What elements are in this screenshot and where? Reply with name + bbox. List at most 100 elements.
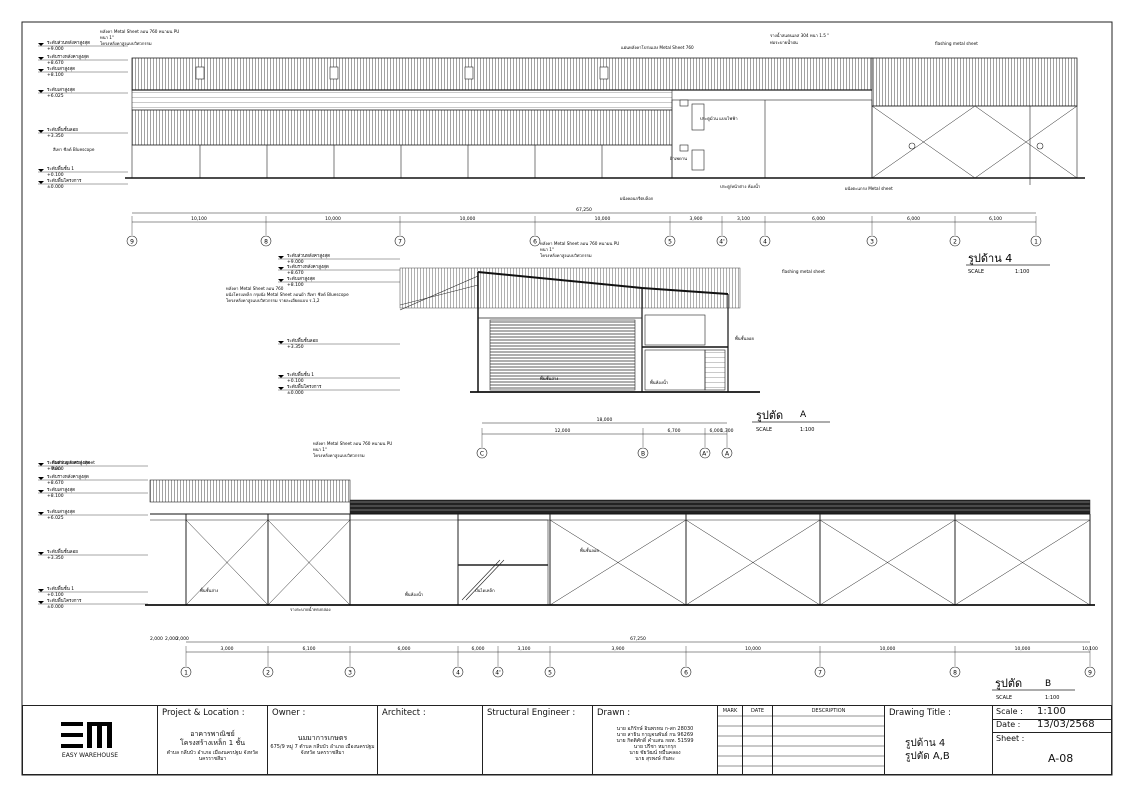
level-value: +8.670 [47,60,64,66]
drawn-name: นาย กิตติศักดิ์ คำแสน กผท. 51599 [616,738,694,744]
annotation-note: โครงหลังคาสูงแบบวิศวกรรม [313,453,365,459]
grid-label: 5 [548,670,552,677]
level-value: +0.100 [47,172,64,178]
logo-cell: EASY WAREHOUSE [23,706,158,774]
date-col-label: DATE [750,708,764,714]
project-sub: โครงสร้างเหล็ก 1 ชั้น [180,739,245,747]
level-name: ระดับรางหลังคาสูงสุด [47,54,89,60]
grid-bubble [1084,666,1096,678]
architect-cell: Architect : [378,706,483,774]
drawn-name: นาย สุรพงษ์ กันทะ [635,756,675,762]
dimension-text: 3,100 [737,216,750,222]
level-name: ระดับพื้นชั้น 1 [287,371,314,378]
description-cell: DESCRIPTION [773,706,885,774]
level-marker-icon [38,490,44,493]
project-name: อาคารพาณิชย์ [190,730,235,738]
level-name: ระดับรางหลังคาสูงสุด [287,264,329,270]
annotation-note: รางระบายน้ำทรงกล่อง [290,606,331,612]
level-marker-icon [38,90,44,93]
section-b: ระดับส่วนหลังคาสูงสุด+9.000ระดับรางหลังค… [38,441,1098,701]
level-value: +8.100 [47,72,64,78]
grid-bubble [492,666,504,678]
drawn-name: นาย ปรีชา หมากรุก [633,744,677,750]
project-cell: Project & Location : อาคารพาณิชย์ โครงสร… [158,706,268,774]
structural-cell: Structural Engineer : [483,706,593,774]
dimension-total: 18,000 [597,417,613,423]
annotation-note: หนา 1" [313,447,327,452]
grid-label: 1 [184,670,188,677]
dimension-text: 6,000 [710,428,723,434]
level-name: ระดับพื้นชั้นลอย [47,126,78,133]
sheet-value: A-08 [1048,752,1074,765]
level-marker-icon [38,477,44,480]
owner-name: นมมาการเกษตร [297,734,348,742]
annotation-note: ประตู/หน้าต่าง ห้องน้ำ [720,183,760,190]
level-value: +9.000 [47,466,64,472]
grid-bubble [1030,235,1042,247]
dimension-text: 6,700 [668,428,681,434]
annotation-note: รางน้ำสแตนเลส 304 หนา 1.5 " [770,32,829,38]
annotation-note: พื้นชั้นลอย [735,335,755,341]
date-value: 13/03/2568 [1037,719,1095,730]
grid-label: 8 [264,239,268,246]
owner-address-2: จังหวัด นครราชสีมา [300,750,345,756]
drawn-name: นาย สาธิน กาญจนพันธ์ กน 96269 [616,732,694,738]
svg-text:1:100: 1:100 [800,427,814,433]
level-value: ±0.000 [287,390,304,396]
grid-label: 7 [818,670,822,677]
annotation-note: พื้นห้องน้ำ [405,591,423,597]
level-marker-icon [278,375,284,378]
dimension-text: 10,000 [325,216,341,222]
dimension-text: 2,000 [165,636,178,642]
grid-label: 5 [668,239,672,246]
logo-text: EASY WAREHOUSE [61,752,119,759]
level-name: ระดับพื้นชั้นลอย [47,548,78,555]
dimension-text: 10,000 [595,216,611,222]
grid-bubble [699,447,711,459]
level-name: ระดับส่วนหลังคาสูงสุด [47,40,90,46]
mark-cell: MARK [718,706,743,774]
annotation-note: flashing metal sheet [52,460,95,465]
grid-label: 7 [398,239,402,246]
level-value: +0.100 [287,378,304,384]
grid-label: 2 [266,670,270,677]
project-location: ตำบล กลีบบัว อำเภอ เมืองนครปฐม จังหวัด น… [166,750,259,762]
sheet-label: Sheet : [996,734,1025,743]
level-value: +3.350 [287,344,304,350]
level-marker-icon [38,69,44,72]
level-marker-icon [38,130,44,133]
annotation-note: พื้นห้องน้ำ [650,379,668,385]
level-name: ระดับพื้นโครงการ [47,177,82,184]
scale-label: Scale : [996,707,1023,716]
drawing-title-2: รูปตัด A,B [905,751,950,762]
level-marker-icon [278,256,284,259]
level-value: +9.000 [287,259,304,265]
grid-label: 3 [348,670,352,677]
dimension-total: 67,250 [630,636,646,642]
owner-cell: Owner : นมมาการเกษตร 675/9 หมู่ 7 ตำบล ก… [268,706,378,774]
section-a: ระดับส่วนหลังคาสูงสุด+9.000ระดับรางหลังค… [226,241,830,459]
annotation-note: ประตูม้วน แบบไฟฟ้า [700,115,738,122]
level-name: ระดับเสาสูงสุด [47,509,75,515]
grid-label: A [725,451,730,458]
easy-warehouse-logo-icon [61,722,112,748]
annotation-note: โครงหลังคาสูงแบบวิศวกรรม [540,253,592,259]
annotation-note: หลังคา Metal Sheet ลอน 760 หนามน PU [313,441,392,446]
annotation-note: ผนังคอนกรีตบล็อก [620,195,654,201]
level-name: ระดับส่วนหลังคาสูงสุด [287,253,330,259]
level-name: ระดับพื้นโครงการ [47,597,82,604]
dimension-text: 6,100 [989,216,1002,222]
level-name: ระดับพื้นชั้น 1 [47,585,74,592]
drawing-title-label: Drawing Title : [889,708,951,718]
level-value: +3.350 [47,555,64,561]
grid-bubble [126,235,138,247]
svg-text:A: A [800,410,807,420]
annotation-note: แผ่นหลังคาโปร่งแสง Metal Sheet 760 [621,45,694,50]
drawing-title-cell: Drawing Title : รูปด้าน 4 รูปตัด A,B [885,706,993,774]
dimension-text: 12,000 [555,428,571,434]
svg-text:SCALE: SCALE [996,695,1012,701]
level-marker-icon [38,463,44,466]
level-marker-icon [38,589,44,592]
dimension-text: 10,000 [460,216,476,222]
